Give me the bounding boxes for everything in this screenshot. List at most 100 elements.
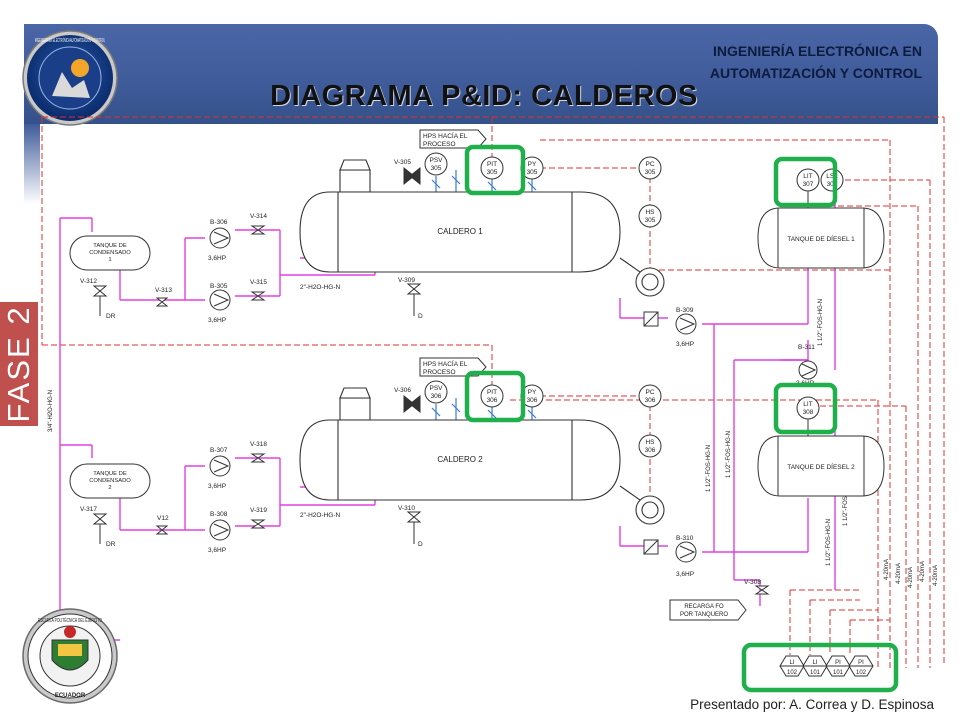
signal-label-2: 4-20mA <box>896 563 902 584</box>
lsl-307-tag: LSL <box>826 173 838 180</box>
signal-label-3: 4-20mA <box>908 567 914 588</box>
institution-line-1: INGENIERÍA ELECTRÓNICA EN <box>713 43 922 59</box>
top-seal-logo: INGENIERÍA EN ELECTRÓNICA AUTOMATIZACIÓN… <box>22 30 118 126</box>
pipe-label-fuel-c: 1 1/2"-FOS-HG-N <box>818 299 824 346</box>
signal-label-5: 4-20mA <box>933 565 939 586</box>
pipe-water-1: 2"-H2O-HG-N <box>300 284 341 291</box>
psv-306-tag: PSV <box>429 385 443 392</box>
valve-305-label: V-305 <box>394 159 411 166</box>
valves <box>92 225 770 595</box>
pump-b311-label: B-311 <box>798 344 815 351</box>
pc-305-num: 305 <box>645 169 656 176</box>
indicator-4-num: 102 <box>856 670 867 676</box>
valve-v310-label: V-310 <box>398 505 415 512</box>
pump-b307-hp: 3,6HP <box>208 483 226 490</box>
highlight-lit-307 <box>773 156 838 208</box>
header-accent-strip <box>24 124 40 204</box>
phase-side-tab: FASE 2 <box>0 302 38 426</box>
boiler-1 <box>299 159 665 297</box>
hs-305-tag: HS <box>645 209 655 216</box>
py-306-num: 306 <box>527 397 538 404</box>
condensate-labels: TANQUE DE CONDENSADO 1 TANQUE DE CONDENS… <box>89 243 131 491</box>
recharge-line2: POR TANQUERO <box>680 612 728 618</box>
university-seal-top-text: ESCUELA POLITÉCNICA DEL EJÉRCITO <box>38 617 102 624</box>
pipe-label-water: 3/4"-H2O-HG-N <box>48 390 54 432</box>
boiler-2-label: CALDERO 2 <box>437 455 483 464</box>
pc-306-tag: PC <box>645 389 654 396</box>
valve-v312-label: V-312 <box>80 278 97 285</box>
drain-stems <box>99 294 415 544</box>
instrument-taps <box>431 170 537 420</box>
valve-v314-label: V-314 <box>250 213 267 220</box>
highlight-indicators <box>741 642 899 693</box>
hps-2-line1: HPS HACÍA EL <box>423 359 468 368</box>
drain-dr-1: DR <box>106 313 116 320</box>
boiler-1-label: CALDERO 1 <box>437 227 483 236</box>
pit-305-tag: PIT <box>487 161 497 168</box>
top-seal-text: INGENIERÍA EN ELECTRÓNICA AUTOMATIZACIÓN… <box>35 37 105 44</box>
pipe-labels: 3/4"-H2O-HG-N 1 1/2"-FOS-HG-N 1 1/2"-FOS… <box>48 299 939 588</box>
pump-b309-label: B-309 <box>676 307 694 314</box>
valve-v315-label: V-315 <box>250 279 267 286</box>
pump-b305-label: B-305 <box>210 283 228 290</box>
page-title-text: DIAGRAMA P&ID: CALDEROS <box>270 80 698 112</box>
pump-b310-label: B-310 <box>676 535 694 542</box>
university-seal-bottom-text: ECUADOR <box>55 693 86 699</box>
hps-tag-1: HPS HACÍA EL PROCESO <box>419 129 487 149</box>
recharge-line1: RECARGA FO <box>684 604 724 610</box>
indicator-3-num: 101 <box>833 670 844 676</box>
pump-b309-hp: 3,6HP <box>676 341 694 348</box>
pipe-label-fuel-d: 1 1/2"-FOS-HG-N <box>826 519 832 566</box>
boiler-2 <box>299 387 665 525</box>
condensate-tanks <box>69 235 151 499</box>
presenter-credit: Presentado por: A. Correa y D. Espinosa <box>690 697 934 712</box>
pc-306-num: 306 <box>645 397 656 404</box>
page-title: DIAGRAMA P&ID: CALDEROS <box>0 80 960 113</box>
drain-d-1: D <box>418 313 423 320</box>
university-seal-logo: ESCUELA POLITÉCNICA DEL EJÉRCITO ECUADOR <box>22 608 118 704</box>
pc-305-tag: PC <box>645 161 654 168</box>
pipe-water-2: 2"-H2O-HG-N <box>300 512 341 519</box>
cond-2-line3: 2 <box>108 485 111 491</box>
indicator-1-tag: LI <box>789 660 794 666</box>
lit-307-tag: LIT <box>803 173 812 180</box>
hs-305-num: 305 <box>645 217 656 224</box>
valve-v318-label: V-318 <box>250 441 267 448</box>
signal-label-4: 4-20mA <box>920 561 926 582</box>
highlight-boxes <box>464 144 899 693</box>
cond-1-line2: CONDENSADO <box>89 250 131 256</box>
signal-label-1: 4-20mA <box>884 559 890 580</box>
valve-v313-label: V-313 <box>155 287 172 294</box>
diesel-labels: TANQUE DE DÍESEL 1 TANQUE DE DÍESEL 2 LI… <box>787 173 855 471</box>
pump-b308-hp: 3,6HP <box>208 547 226 554</box>
cond-2-line1: TANQUE DE <box>93 471 127 477</box>
pumps <box>209 227 818 563</box>
cond-1-line1: TANQUE DE <box>93 243 127 249</box>
indicator-2-num: 101 <box>810 670 821 676</box>
py-305-tag: PY <box>528 161 537 168</box>
hs-306-tag: HS <box>645 439 655 446</box>
indicator-hexes <box>779 655 874 677</box>
hps-2-line2: PROCESO <box>423 369 456 376</box>
recharge-tag: RECARGA FO POR TANQUERO <box>669 599 747 621</box>
header-band <box>24 24 938 124</box>
valve-v309-label: V-309 <box>398 277 415 284</box>
cond-1-line3: 1 <box>108 257 111 263</box>
drain-d-2: D <box>418 541 423 548</box>
indicator-1-num: 102 <box>787 670 798 676</box>
indicator-2-tag: LI <box>812 660 817 666</box>
pipe-label-fuel-b: 1 1/2"-FOS-HG-N <box>726 431 732 478</box>
institution-line-2: AUTOMATIZACIÓN Y CONTROL <box>709 65 922 81</box>
valve-v308-label: V-308 <box>744 579 761 586</box>
valve-306-label: V-306 <box>394 387 411 394</box>
py-305-num: 305 <box>527 169 538 176</box>
pump-b307-label: B-307 <box>210 447 228 454</box>
boiler-2-instruments <box>403 380 662 458</box>
hps-1-line1: HPS HACÍA EL <box>423 131 468 140</box>
pump-b308-label: B-308 <box>210 511 228 518</box>
py-306-tag: PY <box>528 389 537 396</box>
lsl-307-num: 307 <box>827 181 838 188</box>
pipe-label-fuel-e: 1 1/2"-FOS-HG-N <box>843 479 849 526</box>
pump-b306-hp: 3,6HP <box>208 255 226 262</box>
boiler-1-instrument-labels: PSV 305 PIT 305 PY 305 PC 305 HS 305 V-3… <box>394 157 656 224</box>
